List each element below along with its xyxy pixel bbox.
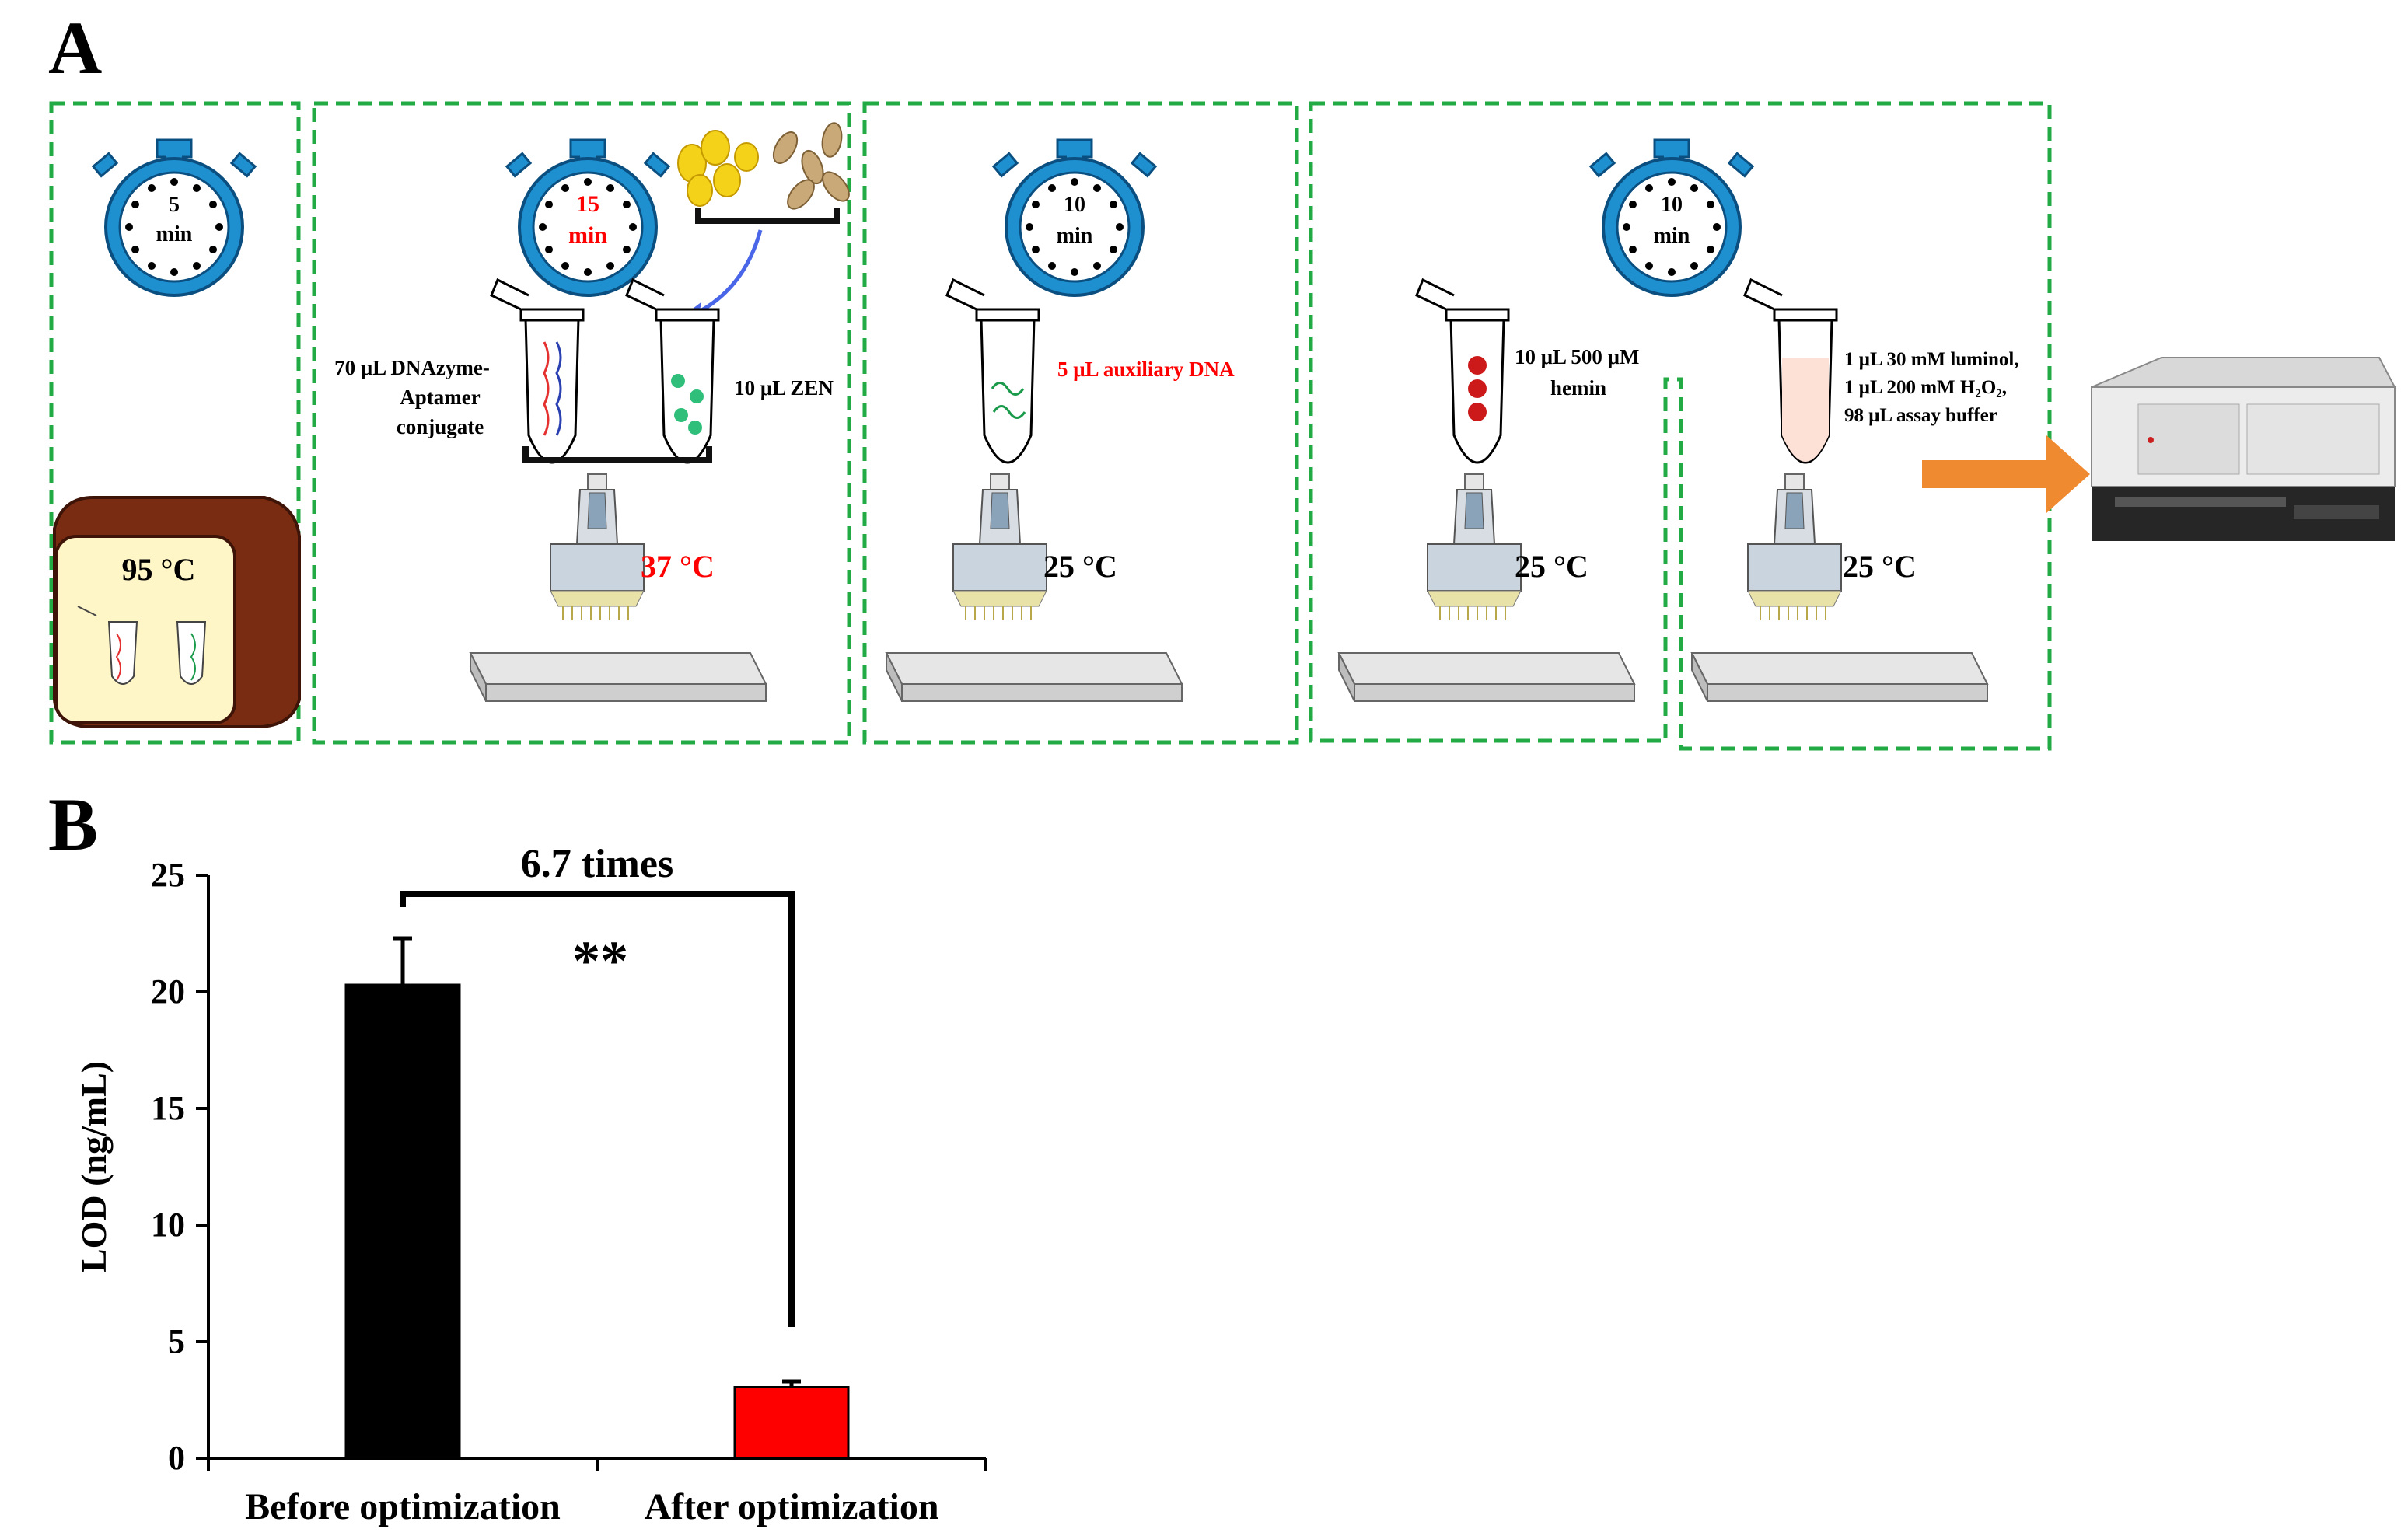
tube-label: 1 μL 200 mM H₂O₂, [1844,377,2007,398]
tube-label: 10 μL 500 μM [1515,345,1639,368]
temperature-label: 25 °C [1515,549,1588,584]
multichannel-pipette-icon [1427,473,1522,621]
tube-label: 70 μL DNAzyme- [334,356,490,379]
tube-label: 98 μL assay buffer [1844,405,1997,426]
timer-unit: min [568,222,607,248]
timer-value: 5 [169,193,180,217]
microplate-reader-icon [2091,357,2396,541]
temperature-label: 37 °C [641,549,715,584]
tube-label: 1 μL 30 mM luminol, [1844,349,2019,370]
stopwatch-icon [1588,138,1755,297]
tube-label: Aptamer [400,386,480,409]
well-plate-icon [1691,652,1988,702]
y-tick-label: 10 [151,1206,185,1244]
temperature-label: 25 °C [1843,549,1917,584]
timer-value: 10 [1661,193,1683,217]
stopwatch-icon [505,138,671,297]
stopwatch-icon [91,138,257,297]
heat-block-icon [53,496,301,728]
mixing-bracket [522,446,712,463]
panel-a-letter: A [48,6,103,89]
multichannel-pipette-icon [550,473,645,621]
fold-change-annotation: 6.7 times [521,842,673,886]
grain-icon [677,122,850,224]
timer-value: 10 [1064,193,1085,217]
stopwatch-icon [991,138,1158,297]
temperature-label: 25 °C [1043,549,1117,584]
step-box-3 [862,101,1299,745]
tube-label: hemin [1550,376,1606,400]
workflow-schematic: 5 min 95 °C 15 min [49,101,2396,751]
transfer-arrow-icon [683,229,763,321]
tube-icon [1743,278,1838,464]
significance-marker: ** [572,930,628,992]
timer-unit: min [156,222,193,246]
well-plate-icon [1338,652,1635,702]
y-tick-label: 25 [151,856,185,894]
timer-unit: min [1057,224,1093,248]
bar [733,1386,850,1460]
timer-value: 15 [576,191,599,217]
y-tick-label: 15 [151,1089,185,1127]
timer-unit: min [1654,224,1690,248]
tube-label: 5 μL auxiliary DNA [1057,358,1235,381]
tube-icon [945,278,1040,464]
step-box-4 [1309,101,2052,751]
tube-label: 10 μL ZEN [734,376,834,400]
orange-arrow-icon [1922,435,2090,513]
y-tick-label: 0 [168,1439,185,1477]
significance-bracket [400,891,795,1327]
temperature-label: 95 °C [122,552,196,587]
well-plate-icon [886,652,1183,702]
y-tick-label: 5 [168,1322,185,1360]
step-box-2 [312,101,851,745]
x-category-label: Before optimization [245,1486,561,1527]
multichannel-pipette-icon [1747,473,1842,621]
tube-icon [490,278,585,464]
x-category-label: After optimization [644,1486,938,1527]
tube-label: conjugate [397,415,484,438]
y-axis-label: LOD (ng/mL) [74,1061,114,1272]
multichannel-pipette-icon [952,473,1047,621]
step-box-1 [49,101,301,745]
well-plate-icon [470,652,767,702]
panel-b-letter: B [48,783,99,866]
tube-icon [625,278,720,464]
y-tick-label: 20 [151,972,185,1011]
bar [344,983,461,1460]
tube-icon [1415,278,1510,464]
